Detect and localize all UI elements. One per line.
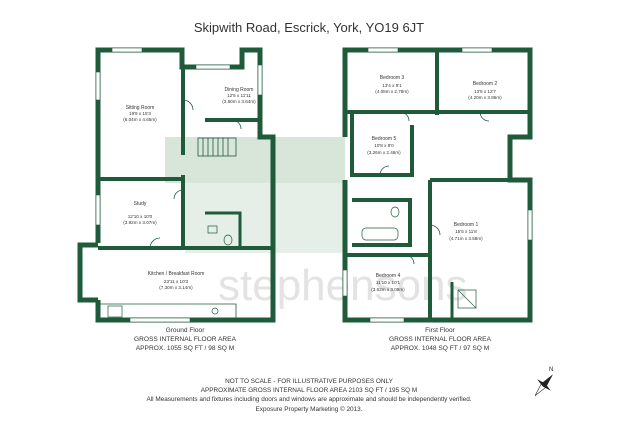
gf-door-study: [173, 189, 184, 200]
room-name-bed5: Bedroom 5: [372, 136, 397, 142]
gf-sink: [211, 307, 219, 315]
room-dim-bed3: 13'4 x 9'1: [382, 83, 402, 88]
ground-floor-caption: Ground Floor GROSS INTERNAL FLOOR AREA A…: [100, 326, 270, 353]
room-name-bed4: Bedroom 4: [376, 273, 401, 279]
footer-disclaimer: NOT TO SCALE - FOR ILLUSTRATIVE PURPOSES…: [225, 378, 393, 385]
first-floor-labels: Bedroom 3 13'4 x 9'1 (4.08m x 2.78m) Bed…: [367, 75, 502, 292]
compass-icon: [534, 374, 553, 396]
ff-door-b1: [429, 224, 441, 236]
gf-door-kitchen: [149, 237, 161, 249]
room-dim-sitting: 19'9 x 15'3: [129, 111, 151, 116]
gf-hob: [107, 305, 123, 318]
ff-windows: [342, 47, 533, 323]
first-floor-plan: [342, 47, 533, 323]
gf-stairs: [197, 137, 237, 157]
ff-door-b2: [479, 111, 490, 122]
landing-shading-lower: [185, 183, 345, 253]
room-name-bed3: Bedroom 3: [380, 75, 405, 81]
room-metric-bed1: (4.71m x 3.58m): [449, 236, 483, 241]
compass-north-label: N: [549, 367, 553, 373]
room-dim-bed2: 13'9 x 12'7: [474, 89, 496, 94]
room-metric-bed2: (4.20m x 3.86m): [468, 95, 502, 100]
ff-shower: [457, 289, 477, 309]
ff-wall-b5: [350, 112, 414, 177]
gf-door-dining: [231, 119, 242, 130]
landing-shading: [165, 137, 345, 183]
room-name-dining: Dining Room: [225, 87, 254, 93]
first-floor-area-label: GROSS INTERNAL FLOOR AREA: [389, 336, 491, 343]
plan-footer: NOT TO SCALE - FOR ILLUSTRATIVE PURPOSES…: [0, 377, 618, 414]
ff-wall-bath: [352, 198, 412, 247]
first-floor-area-value: APPROX. 1048 SQ FT / 97 SQ M: [390, 345, 490, 352]
room-metric-sitting: (6.04m x 4.65m): [123, 117, 157, 122]
first-floor-name: First Floor: [425, 327, 455, 334]
footer-credit: Exposure Property Marketing © 2013.: [255, 405, 363, 413]
room-name-kitchen: Kitchen / Breakfast Room: [148, 271, 205, 277]
ff-shower-tray: [457, 289, 477, 309]
room-dim-kitchen: 23'11 x 10'3: [164, 279, 189, 284]
ground-floor-labels: Sitting Room 19'9 x 15'3 (6.04m x 4.65m)…: [123, 87, 256, 290]
plan-title: Skipwith Road, Escrick, York, YO19 6JT: [193, 20, 425, 35]
gf-outer-wall: [95, 47, 276, 323]
ground-floor-area-label: GROSS INTERNAL FLOOR AREA: [134, 336, 236, 343]
footer-measurements-note: All Measurements and fixtures including …: [146, 396, 472, 404]
room-dim-dining: 12'5 x 11'11: [227, 93, 251, 98]
room-dim-bed4: 11'10 x 10'1: [376, 280, 401, 285]
first-floor-caption: First Floor GROSS INTERNAL FLOOR AREA AP…: [355, 326, 525, 353]
ff-door-b3: [399, 111, 410, 122]
gf-wc-basin: [207, 225, 218, 234]
ff-door-b5: [379, 165, 390, 176]
gf-door-sitting: [182, 99, 194, 111]
gf-wc-toilet: [223, 234, 233, 246]
room-dim-bed5: 10'8 x 8'0: [374, 143, 394, 148]
room-metric-dining: (3.80m x 3.64m): [222, 99, 256, 104]
ground-floor-plan: [77, 47, 276, 323]
ff-bath: [361, 227, 399, 241]
ground-floor-area-value: APPROX. 1055 SQ FT / 98 SQ M: [135, 345, 235, 352]
room-name-bed1: Bedroom 1: [454, 222, 479, 228]
ff-door-b4: [404, 254, 415, 265]
room-metric-kitchen: (7.30m x 3.14m): [159, 285, 193, 290]
gf-kitchen-wall: [77, 242, 98, 303]
room-name-study: Study: [134, 201, 147, 207]
gf-kitchen-worktop: [100, 303, 237, 318]
room-name-bed2: Bedroom 2: [473, 81, 498, 87]
room-name-sitting: Sitting Room: [126, 105, 155, 111]
gf-wc-walls: [205, 211, 242, 248]
room-metric-study: (3.92m x 3.07m): [123, 220, 157, 225]
ff-toilet: [390, 206, 400, 218]
footer-total-area: APPROXIMATE GROSS INTERNAL FLOOR AREA 21…: [200, 387, 418, 395]
room-metric-bed4: (3.63m x 3.08m): [371, 287, 405, 292]
gf-windows: [95, 47, 263, 323]
room-metric-bed3: (4.08m x 2.78m): [375, 89, 409, 94]
ground-floor-name: Ground Floor: [165, 327, 205, 334]
room-dim-bed1: 15'5 x 11'8: [455, 229, 477, 234]
room-metric-bed5: (3.26m x 2.46m): [367, 150, 401, 155]
room-dim-study: 12'10 x 10'0: [128, 214, 153, 219]
